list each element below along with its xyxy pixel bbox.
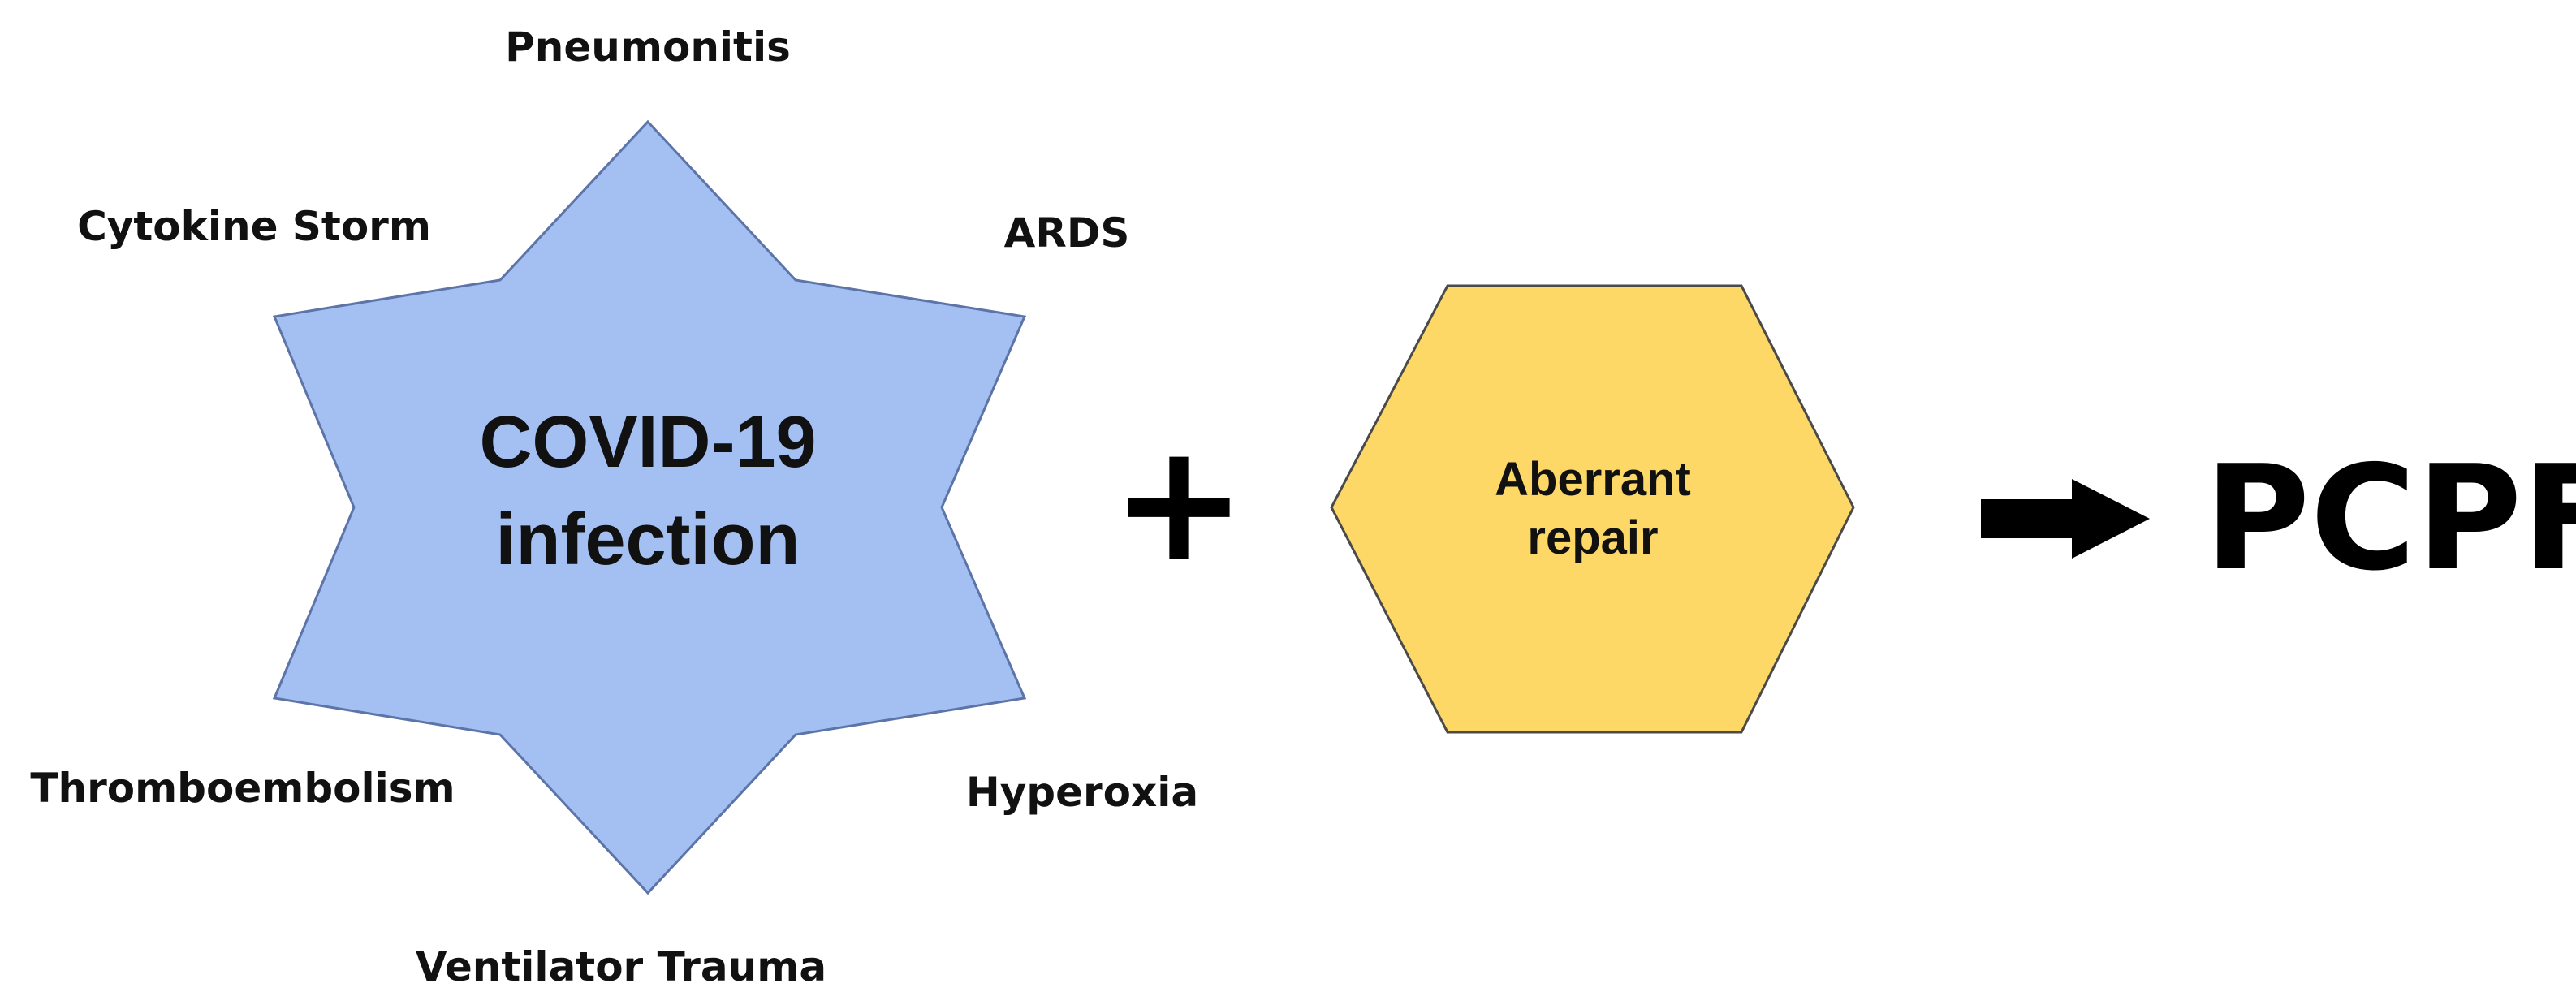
factor-hyperoxia: Hyperoxia: [966, 769, 1198, 816]
center-label-line2: infection: [496, 499, 800, 580]
factor-ards: ARDS: [1004, 209, 1130, 257]
hexagon-label-line2: repair: [1527, 511, 1658, 564]
factor-pneumonitis: Pneumonitis: [505, 24, 791, 71]
factor-ventilator-trauma: Ventilator Trauma: [416, 943, 826, 990]
center-label-line1: COVID-19: [479, 402, 816, 483]
result-pcpf: PCPF: [2204, 434, 2576, 602]
hexagon-label-line1: Aberrant: [1495, 453, 1691, 506]
factor-thromboembolism: Thromboembolism: [30, 765, 455, 812]
covid-star-shape: [272, 119, 1027, 895]
right-arrow-icon: [1981, 479, 2150, 559]
plus-operator: +: [1111, 408, 1247, 597]
factor-cytokine-storm: Cytokine Storm: [77, 203, 431, 250]
aberrant-repair-hexagon: [1330, 284, 1855, 734]
